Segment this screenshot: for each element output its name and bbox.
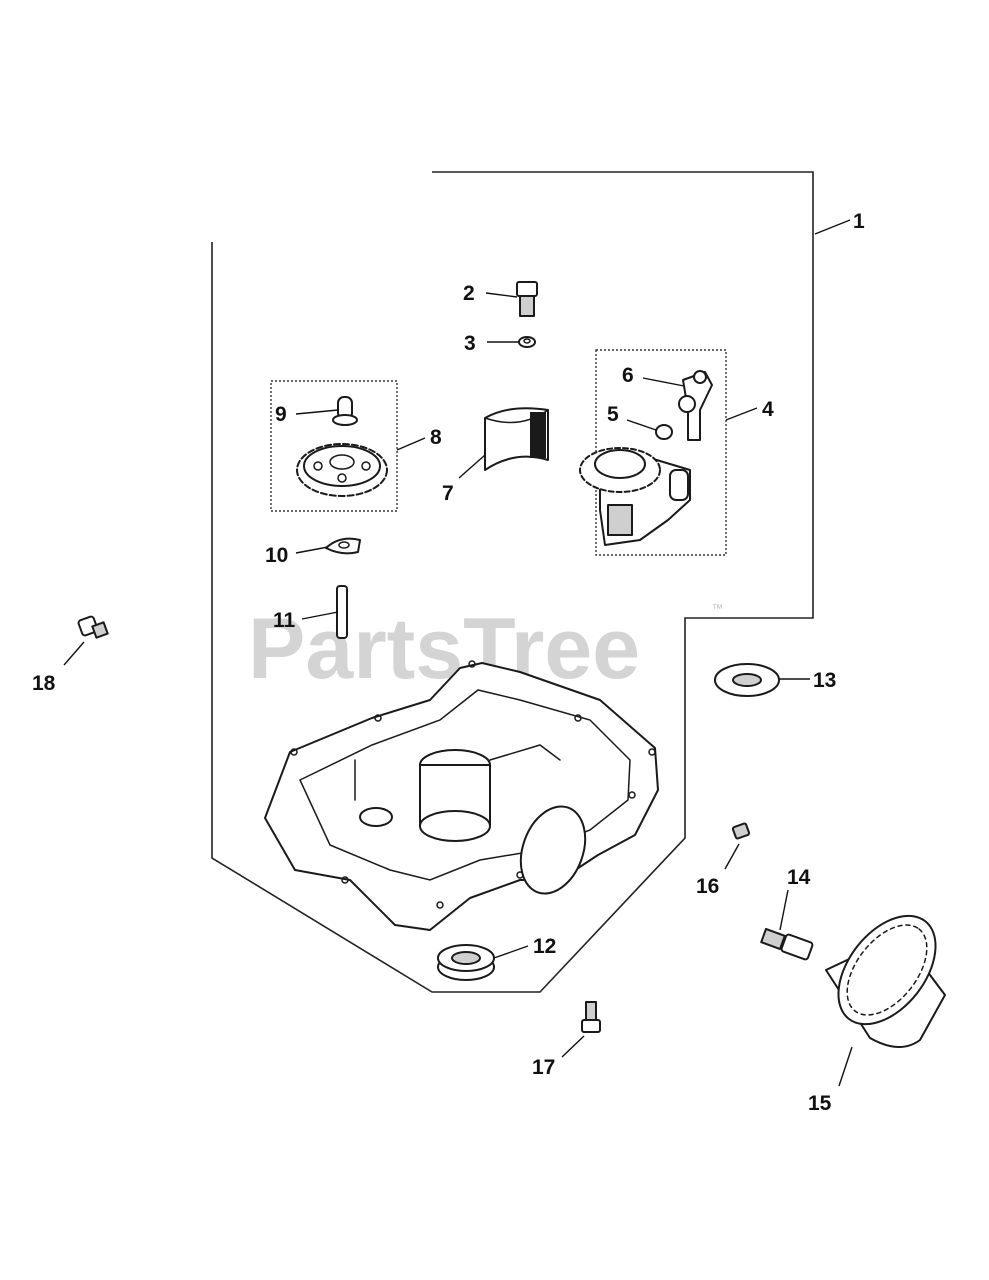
fitting-part (731, 822, 751, 840)
oil-pan-assembly-boundary (211, 171, 814, 993)
oil-pan-part (264, 660, 659, 931)
callout-1: 1 (853, 210, 865, 233)
leader-lines (63, 219, 853, 1087)
oil-pump-part (579, 447, 691, 546)
callout-4: 4 (762, 398, 774, 421)
callout-8: 8 (430, 426, 442, 449)
gear-part (296, 443, 388, 497)
callout-16: 16 (696, 875, 719, 898)
plug-part (516, 281, 538, 317)
watermark-trademark: ™ (712, 603, 723, 615)
pickup-tube-part (678, 370, 713, 441)
callout-10: 10 (265, 544, 288, 567)
bearing-insert-part (484, 407, 549, 471)
callout-3: 3 (464, 332, 476, 355)
callout-11: 11 (273, 609, 296, 632)
callout-13: 13 (813, 669, 836, 692)
shaft-pin-part (332, 396, 358, 426)
screw-part (581, 1001, 601, 1033)
tab-washer-part (325, 537, 361, 555)
callout-14: 14 (787, 866, 811, 889)
oil-seal-ring-part (714, 663, 780, 697)
callout-9: 9 (275, 403, 287, 426)
callout-2: 2 (463, 282, 475, 305)
callout-15: 15 (808, 1092, 832, 1115)
o-ring-part (655, 424, 673, 440)
oil-pump-subassembly-box (595, 349, 727, 556)
adapter-stud-part (760, 928, 814, 961)
washer-part (518, 336, 536, 348)
oil-seal-part (437, 944, 495, 981)
oil-filter-part (825, 914, 946, 1048)
callout-6: 6 (622, 364, 634, 387)
callout-18: 18 (32, 672, 56, 695)
watermark-brand: PartsTree (248, 601, 640, 697)
callout-12: 12 (533, 935, 556, 958)
callout-7: 7 (442, 482, 454, 505)
dowel-pin-part (336, 585, 348, 639)
callout-5: 5 (607, 403, 619, 426)
drain-plug-part (77, 615, 109, 639)
callout-labels: 1 2 3 4 5 6 7 8 9 10 11 12 13 14 15 16 1… (32, 210, 865, 1115)
callout-17: 17 (532, 1056, 555, 1079)
